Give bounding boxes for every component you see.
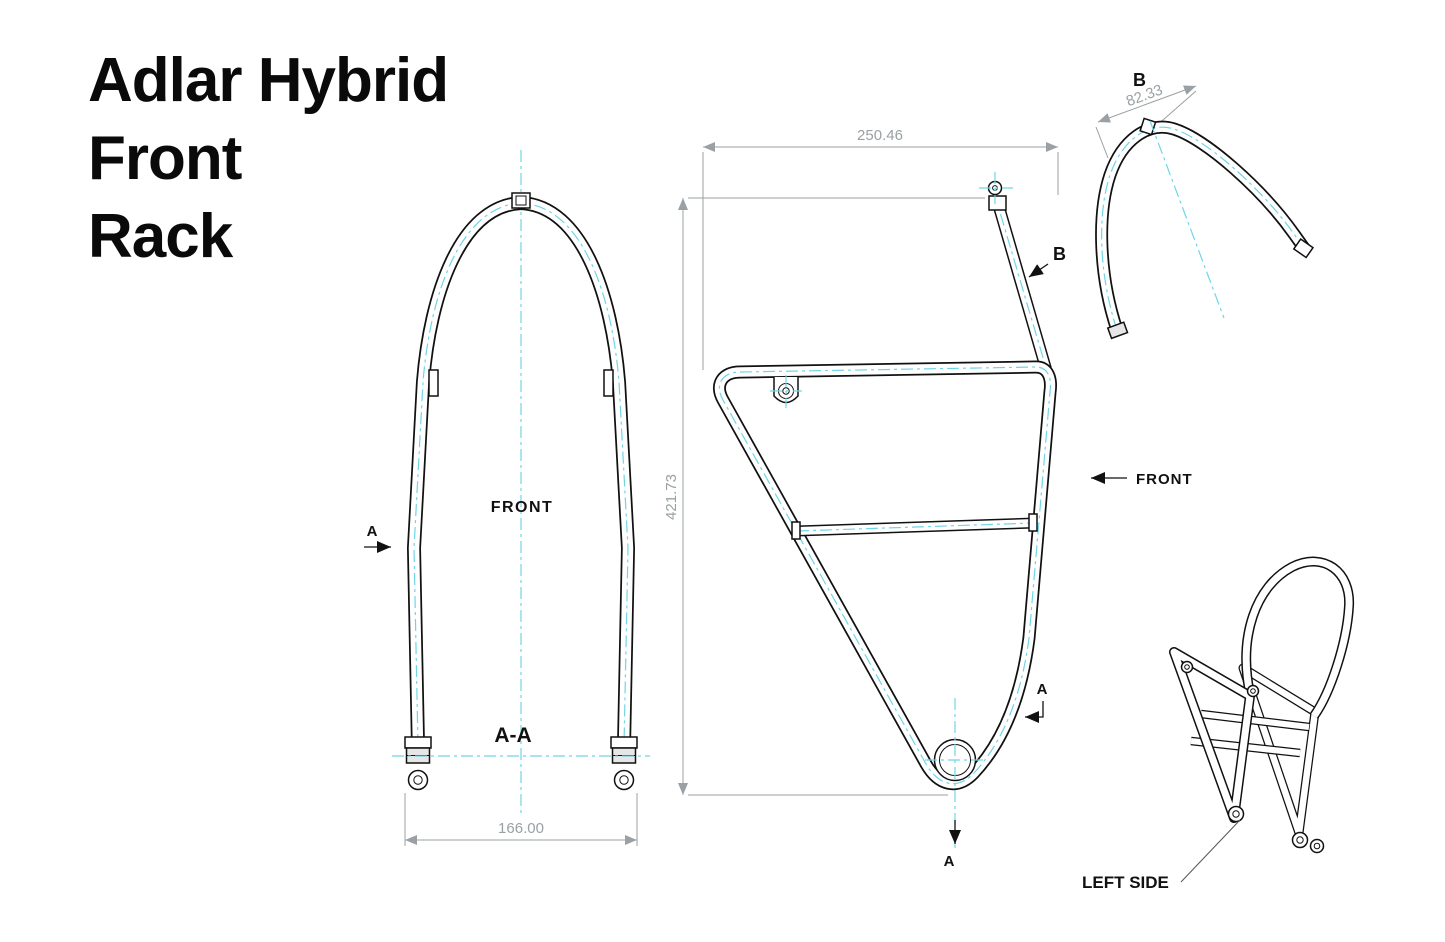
detail-view-b: B 82.33 — [1095, 70, 1315, 340]
detail-b-top-clamp — [1139, 117, 1157, 136]
side-view-dimensions: 421.73 250.46 — [663, 127, 1059, 796]
side-width-dim-text: 250.46 — [857, 127, 903, 144]
iso-crossbar-upper-fill — [1200, 711, 1310, 730]
side-crossbar-centerline — [796, 522, 1035, 532]
detail-b-label: B — [1133, 70, 1146, 90]
drawing-title: Adlar Hybrid Front Rack — [88, 42, 449, 276]
detail-b-tube-fill — [1096, 122, 1308, 332]
iso-hoop-fill — [1242, 558, 1353, 719]
iso-hoop-outline — [1241, 556, 1355, 719]
title-line-3: Rack — [88, 202, 233, 272]
front-top-clamp — [511, 192, 531, 209]
detail-b-dim-text: 82.33 — [1124, 81, 1165, 110]
detail-b-tube-outline — [1095, 120, 1310, 333]
side-height-dim-text: 421.73 — [663, 474, 680, 520]
iso-label-leader — [1180, 819, 1241, 883]
iso-near-plate-fill — [1170, 648, 1254, 822]
side-crossbar-right-cap — [1028, 513, 1038, 532]
side-frame-tube-outline — [713, 360, 1057, 791]
front-width-dim-text: 166.00 — [498, 820, 544, 837]
side-crossbar-left-cap — [791, 521, 801, 540]
iso-view-label: LEFT SIDE — [1082, 873, 1169, 892]
iso-view: LEFT SIDE — [1082, 556, 1355, 892]
front-right-mount-tab — [603, 369, 614, 397]
side-top-fitting — [979, 172, 1013, 211]
side-frame-centerline — [718, 366, 1052, 785]
front-right-eyelet — [613, 769, 635, 791]
title-line-1: Adlar Hybrid — [88, 46, 449, 115]
front-left-leg-fitting — [404, 736, 432, 791]
front-left-eyelet — [407, 769, 429, 791]
side-cut-arrow-top — [1025, 701, 1044, 723]
side-strut-detail-arrow — [1028, 263, 1049, 278]
iso-near-bottom-eyelet — [1227, 805, 1245, 823]
side-cut-label-bottom: A — [944, 853, 955, 870]
front-left-mount-tab — [428, 369, 439, 397]
title-line-2: Front — [88, 124, 242, 194]
front-cut-arrow-label: A — [367, 523, 378, 540]
detail-b-left-end-cap — [1106, 321, 1129, 340]
side-mount-ear — [770, 375, 802, 408]
side-strut-detail-label: B — [1053, 244, 1066, 264]
side-front-direction-label: FRONT — [1136, 471, 1193, 488]
front-right-leg-fitting — [610, 736, 638, 791]
front-section-label: A-A — [494, 724, 531, 747]
detail-b-right-end-cap — [1292, 238, 1315, 259]
side-cut-label-top: A — [1037, 681, 1048, 698]
side-view: 421.73 250.46 — [663, 127, 1193, 870]
detail-b-tube-centerline — [1101, 126, 1305, 331]
side-strut-centerline — [993, 191, 1053, 389]
front-top-clamp-detail — [515, 195, 527, 206]
front-view-label: FRONT — [491, 499, 554, 516]
iso-eyelets — [1180, 660, 1325, 854]
front-view-width-dimension: 166.00 — [404, 793, 638, 846]
front-view: 166.00 — [364, 150, 650, 846]
